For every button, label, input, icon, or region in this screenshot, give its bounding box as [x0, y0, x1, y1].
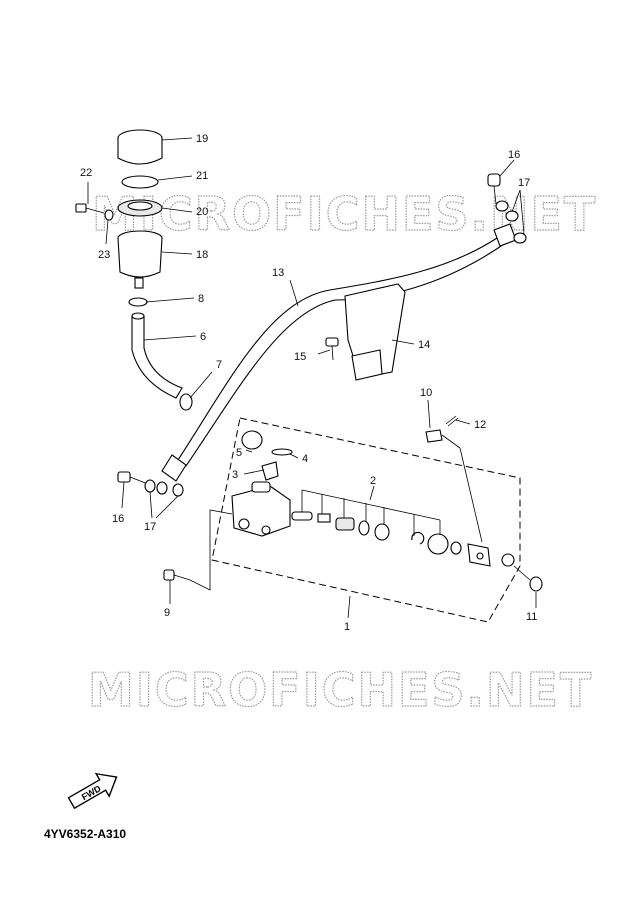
pin-10	[425, 429, 443, 443]
callout-15: 15	[294, 351, 306, 363]
washer-23	[104, 209, 114, 221]
reservoir-hose	[131, 315, 183, 399]
seal-ring	[374, 523, 390, 541]
hose-fitting-lower	[161, 454, 187, 482]
copper-washer-upper-b	[505, 210, 519, 222]
screw-15-head	[325, 337, 339, 347]
circlip-3	[261, 461, 279, 481]
copper-washer-upper-c	[513, 232, 527, 244]
bolt-9	[163, 569, 175, 581]
cup-seal	[358, 520, 370, 536]
callout-9: 9	[164, 607, 170, 619]
callout-18: 18	[196, 249, 208, 261]
oring-4	[271, 448, 293, 456]
callout-3: 3	[232, 469, 238, 481]
callout-8: 8	[198, 293, 204, 305]
copper-washer-upper-a	[495, 200, 509, 212]
copper-washer-lower-b	[156, 481, 168, 495]
brake-hose	[177, 235, 505, 467]
lock-nut	[450, 541, 462, 555]
copper-washer-lower-a	[144, 479, 156, 493]
reservoir-body	[117, 237, 163, 278]
callout-5: 5	[236, 447, 242, 459]
callout-6: 6	[200, 331, 206, 343]
callout-11: 11	[526, 611, 537, 623]
nut-right	[501, 553, 515, 567]
callout-10: 10	[420, 387, 432, 399]
union-bolt-upper	[487, 173, 501, 187]
union-bolt-lower	[117, 471, 131, 483]
callout-17-lower: 17	[144, 521, 156, 533]
washer-11	[529, 576, 543, 592]
circlip-2	[411, 531, 425, 545]
cotter-pin-12	[445, 415, 459, 427]
piston	[335, 517, 355, 531]
hose-joint-5	[241, 430, 263, 450]
master-cylinder-body	[231, 485, 291, 537]
clip-8	[128, 297, 148, 307]
callout-4: 4	[302, 453, 308, 465]
reservoir-cap-body	[117, 138, 163, 165]
watermark-bottom: MICROFICHES.NET	[88, 663, 593, 717]
push-rod	[291, 511, 313, 521]
callout-17-upper: 17	[518, 177, 530, 189]
callout-2: 2	[370, 475, 376, 487]
diagram-code: 4YV6352-A310	[44, 827, 126, 841]
callout-16-upper: 16	[508, 149, 520, 161]
callout-12: 12	[474, 419, 486, 431]
callout-1: 1	[344, 621, 350, 633]
boot	[427, 533, 449, 555]
callout-13: 13	[272, 267, 284, 279]
screw-22	[75, 203, 87, 213]
callout-20: 20	[196, 206, 208, 218]
clip-7	[179, 393, 193, 411]
callout-7: 7	[216, 359, 222, 371]
callout-22: 22	[80, 167, 92, 179]
callout-21: 21	[196, 170, 208, 182]
callout-19: 19	[196, 133, 208, 145]
piston-spring	[317, 513, 331, 523]
fwd-arrow-icon: FWD	[67, 772, 118, 810]
diaphragm-holder	[121, 175, 159, 189]
bracket-tab	[351, 349, 383, 381]
callout-14: 14	[418, 339, 430, 351]
callout-16-lower: 16	[112, 513, 124, 525]
leader-lines	[87, 137, 537, 619]
copper-washer-lower-c	[172, 483, 184, 497]
callout-23: 23	[98, 249, 110, 261]
